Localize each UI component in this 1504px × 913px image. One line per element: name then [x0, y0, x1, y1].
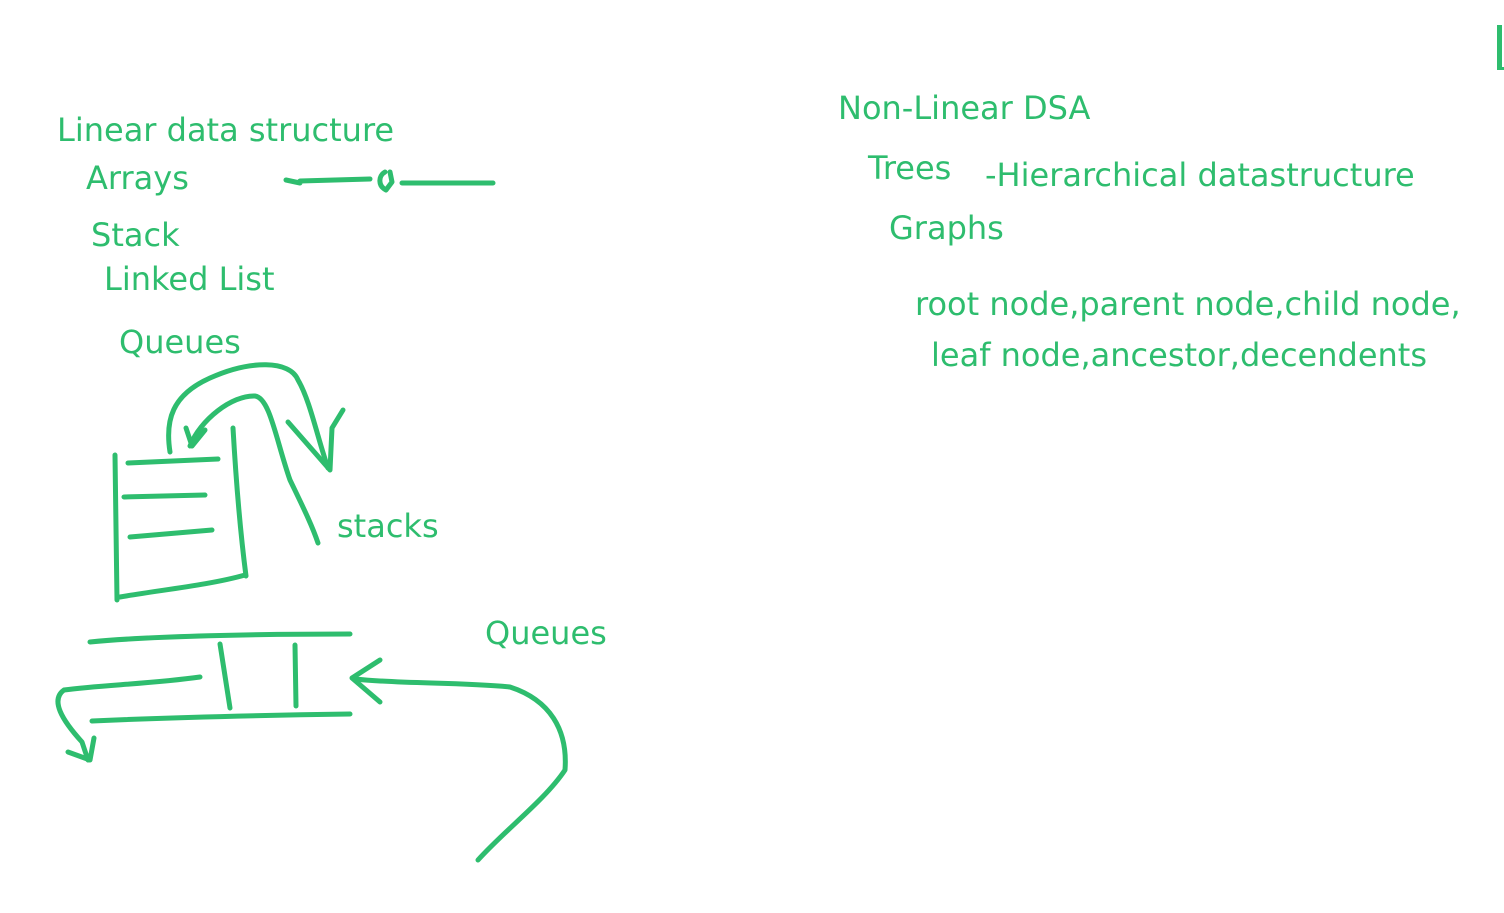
linear-heading: Linear data structure — [57, 111, 395, 149]
non-linear-item-trees: Trees — [868, 149, 952, 187]
linear-item-arrays: Arrays — [86, 159, 189, 197]
linear-item-linked-list: Linked List — [104, 260, 275, 298]
non-linear-heading: Non-Linear DSA — [838, 89, 1091, 127]
trees-description: -Hierarchical datastructure — [985, 156, 1415, 194]
array-arrow-sketch — [283, 169, 496, 193]
edge-marker-underline — [1497, 67, 1504, 70]
linear-item-queues: Queues — [119, 323, 241, 361]
queue-sketch — [55, 631, 568, 863]
queues-sketch-label: Queues — [485, 614, 607, 652]
stacks-sketch-label: stacks — [337, 507, 439, 545]
tree-terms-line-1: root node,parent node,child node, — [915, 285, 1461, 323]
edge-marker — [1497, 25, 1502, 67]
stack-sketch — [112, 425, 249, 603]
linear-item-stack: Stack — [91, 216, 180, 254]
tree-terms-line-2: leaf node,ancestor,decendents — [931, 336, 1428, 374]
stack-arrow-sketch — [166, 362, 346, 546]
non-linear-item-graphs: Graphs — [889, 209, 1004, 247]
